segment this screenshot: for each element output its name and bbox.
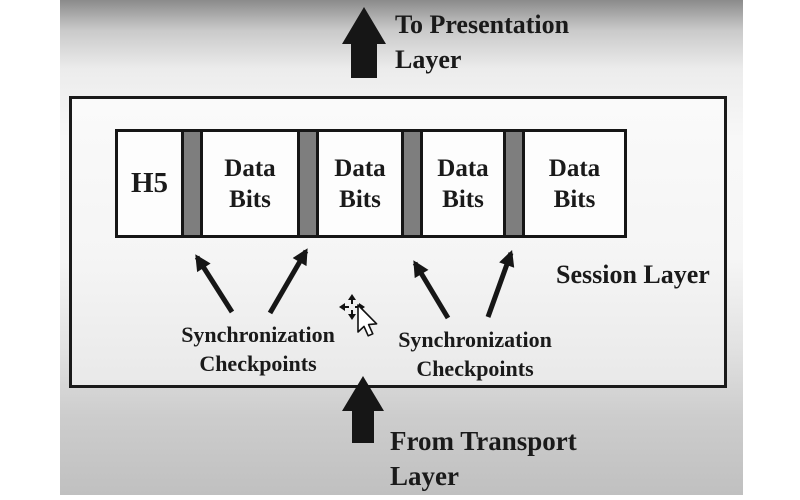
from-transport-line1: From Transport	[390, 426, 577, 456]
sync-checkpoints-label-2: Synchronization Checkpoints	[377, 325, 573, 383]
data-bits-label: Data Bits	[548, 154, 601, 213]
frame-header-cell: H5	[118, 132, 184, 235]
pointer-arrow-icon	[357, 304, 378, 337]
data-bits-cell-3: Data Bits	[420, 132, 506, 235]
session-frame: H5 Data Bits Data Bits Data Bits Data Bi…	[115, 129, 627, 238]
frame-header-label: H5	[130, 167, 169, 199]
sync-checkpoint-bar-2	[300, 132, 316, 235]
data-bits-cell-2: Data Bits	[316, 132, 404, 235]
data-bits-label: Data Bits	[437, 154, 489, 213]
sync-checkpoints-label-1: Synchronization Checkpoints	[160, 320, 356, 378]
to-presentation-line2: Layer	[395, 45, 462, 74]
data-bits-cell-1: Data Bits	[200, 132, 300, 235]
slide-background: H5 Data Bits Data Bits Data Bits Data Bi…	[60, 0, 743, 495]
move-cursor-icon	[339, 294, 378, 337]
sync-checkpoint-bar-3	[404, 132, 420, 235]
sync-label-line2: Checkpoints	[199, 351, 317, 376]
sync-label-line1: Synchronization	[181, 322, 335, 347]
from-transport-layer-label: From Transport Layer	[390, 424, 577, 494]
from-transport-line2: Layer	[390, 461, 459, 491]
sync-checkpoint-bar-4	[506, 132, 522, 235]
sync-label-line2: Checkpoints	[416, 356, 534, 381]
sync-label-line1: Synchronization	[398, 327, 552, 352]
data-bits-label: Data Bits	[334, 154, 386, 213]
data-bits-cell-4: Data Bits	[522, 132, 624, 235]
to-presentation-layer-label: To Presentation Layer	[395, 7, 569, 77]
session-layer-label: Session Layer	[556, 260, 710, 289]
sync-checkpoint-bar-1	[184, 132, 200, 235]
up-arrow-to-presentation-icon	[342, 7, 386, 78]
data-bits-label: Data Bits	[224, 154, 276, 213]
to-presentation-line1: To Presentation	[395, 10, 570, 39]
